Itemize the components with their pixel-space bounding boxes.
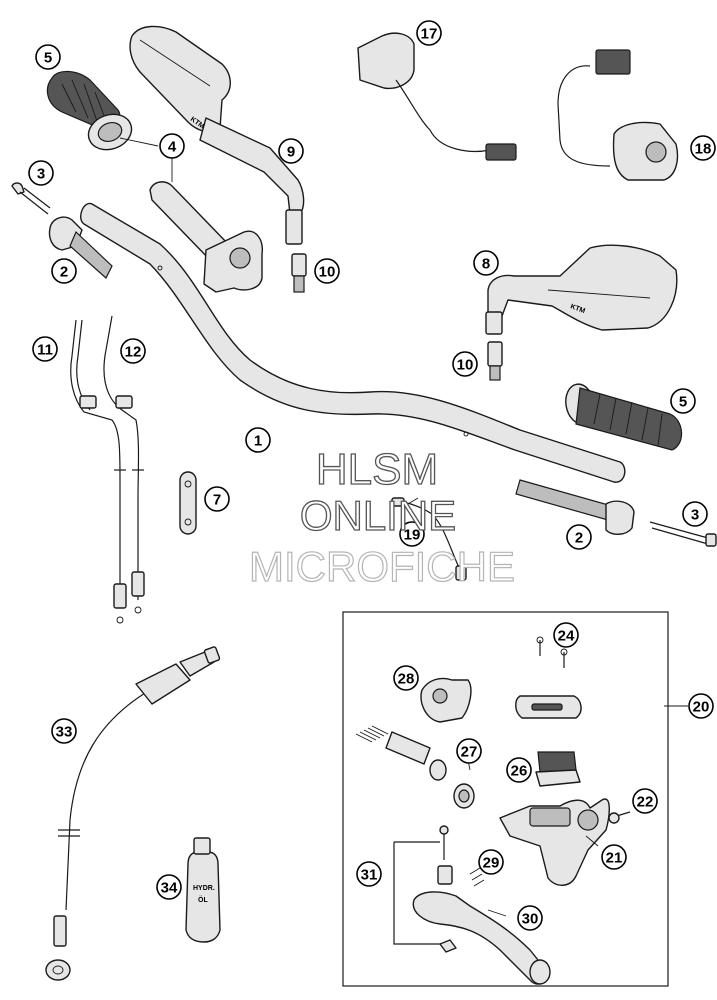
callout-26: 26 <box>506 757 532 783</box>
bar-end-left-part[interactable] <box>11 182 113 279</box>
svg-text:24: 24 <box>558 628 575 645</box>
svg-text:7: 7 <box>213 492 221 509</box>
mirror-left-part[interactable]: KTM <box>129 25 305 245</box>
svg-text:31: 31 <box>361 867 378 884</box>
callout-17: 17 <box>416 20 442 46</box>
svg-text:21: 21 <box>606 850 623 867</box>
svg-text:17: 17 <box>421 26 438 43</box>
callout-3-left: 3 <box>28 160 54 186</box>
callout-21: 21 <box>601 844 627 870</box>
callout-11: 11 <box>32 336 58 362</box>
diaphragm-part[interactable] <box>535 751 581 787</box>
svg-text:1: 1 <box>254 433 262 450</box>
mirror-adapter-bottom-part[interactable] <box>487 341 503 381</box>
throttle-tube-part[interactable] <box>149 181 263 293</box>
sensor-cable-part[interactable] <box>391 497 467 581</box>
callout-5-left: 5 <box>35 44 61 70</box>
watermark: HLSM ONLINE MICROFICHE <box>248 444 515 590</box>
mount-screw-part[interactable] <box>608 811 631 824</box>
piston-kit-part[interactable] <box>355 725 475 809</box>
svg-text:10: 10 <box>457 357 474 374</box>
callout-27: 27 <box>456 738 482 764</box>
callout-29: 29 <box>478 849 504 875</box>
svg-text:8: 8 <box>482 256 490 273</box>
svg-text:29: 29 <box>483 855 500 872</box>
svg-text:3: 3 <box>37 166 45 183</box>
svg-text:2: 2 <box>60 264 68 281</box>
clamp-part[interactable] <box>179 471 197 535</box>
callout-24: 24 <box>553 622 579 648</box>
svg-text:5: 5 <box>679 394 687 411</box>
svg-text:18: 18 <box>695 141 712 158</box>
bar-end-right-part[interactable] <box>515 479 717 547</box>
svg-text:3: 3 <box>691 507 699 524</box>
pivot-pin-part[interactable] <box>393 825 485 953</box>
callout-5-right: 5 <box>670 388 696 414</box>
callout-1: 1 <box>245 427 271 453</box>
callout-22: 22 <box>632 788 658 814</box>
mirror-right-part[interactable]: KTM <box>485 244 678 335</box>
svg-text:12: 12 <box>125 344 142 361</box>
callout-20: 20 <box>688 693 714 719</box>
callout-19: 19 <box>399 521 425 547</box>
svg-text:34: 34 <box>161 880 178 897</box>
leader-lines <box>119 137 688 917</box>
callout-33: 33 <box>51 718 77 744</box>
svg-text:11: 11 <box>37 342 53 359</box>
brake-assembly-box <box>342 611 669 987</box>
callout-2-left: 2 <box>51 258 77 284</box>
callout-31: 31 <box>356 861 382 887</box>
watermark-line2: ONLINE <box>300 492 456 539</box>
callout-10-top: 10 <box>314 258 340 284</box>
callout-8: 8 <box>473 250 499 276</box>
callout-10-bottom: 10 <box>452 351 478 377</box>
svg-text:22: 22 <box>637 794 654 811</box>
callout-3-right: 3 <box>682 501 708 527</box>
clamp-bracket-part[interactable] <box>420 677 472 723</box>
svg-text:5: 5 <box>44 50 52 67</box>
callout-9: 9 <box>278 138 304 164</box>
switch-left-part[interactable] <box>357 32 517 161</box>
master-cylinder-part[interactable] <box>499 798 610 886</box>
lid-screws-part[interactable] <box>536 636 568 668</box>
callout-34: 34 <box>156 874 182 900</box>
svg-text:26: 26 <box>511 763 528 780</box>
grip-right-part[interactable] <box>563 382 683 451</box>
callout-30: 30 <box>517 905 543 931</box>
svg-text:4: 4 <box>168 139 177 156</box>
callout-18: 18 <box>690 135 716 161</box>
switch-right-part[interactable] <box>557 49 679 181</box>
brake-lever-part[interactable] <box>412 891 551 985</box>
svg-text:19: 19 <box>404 527 421 544</box>
callout-4: 4 <box>159 133 185 159</box>
svg-text:28: 28 <box>398 671 415 688</box>
svg-text:27: 27 <box>461 744 478 761</box>
svg-text:2: 2 <box>575 530 583 547</box>
mirror-adapter-top-part[interactable] <box>291 253 307 293</box>
grip-left-part[interactable] <box>46 70 136 155</box>
callout-2-right: 2 <box>566 524 592 550</box>
callout-7: 7 <box>204 486 230 512</box>
watermark-line3: MICROFICHE <box>249 543 515 590</box>
svg-text:20: 20 <box>693 699 710 716</box>
svg-text:10: 10 <box>319 264 336 281</box>
bottle-label-line1: HYDR. <box>193 885 215 892</box>
throttle-cables-part[interactable] <box>70 315 145 624</box>
reservoir-lid-part[interactable] <box>515 695 582 719</box>
oil-bottle-part[interactable]: HYDR. ÖL <box>185 837 221 943</box>
hydraulic-line-part[interactable] <box>45 646 221 981</box>
mirror-right-logo: KTM <box>569 303 586 315</box>
svg-text:30: 30 <box>522 911 539 928</box>
callout-28: 28 <box>393 665 419 691</box>
callout-12: 12 <box>120 338 146 364</box>
watermark-line1: HLSM <box>316 445 438 494</box>
bottle-label-line2: ÖL <box>198 895 208 904</box>
handlebar-part[interactable] <box>80 202 626 483</box>
svg-text:9: 9 <box>287 144 295 161</box>
svg-text:33: 33 <box>56 724 73 741</box>
